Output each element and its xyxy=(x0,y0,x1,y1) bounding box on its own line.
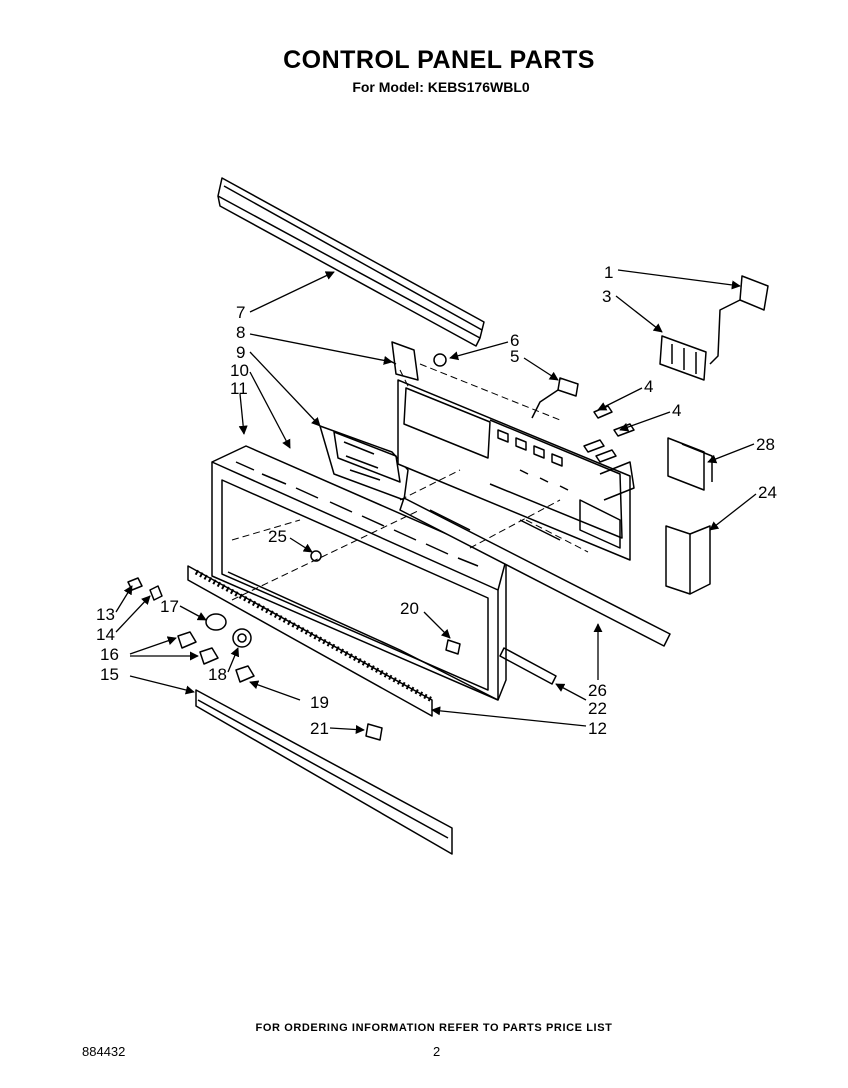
ordering-note: FOR ORDERING INFORMATION REFER TO PARTS … xyxy=(255,1022,613,1034)
display-bracket xyxy=(387,341,419,381)
callout-3: 3 xyxy=(602,287,611,306)
callout-20: 20 xyxy=(400,599,419,618)
callout-25: 25 xyxy=(268,527,287,546)
callout-8: 8 xyxy=(236,323,245,342)
callout-18: 18 xyxy=(208,665,227,684)
spacer-4 xyxy=(583,405,635,463)
callout-12: 12 xyxy=(588,719,607,738)
callout-1: 1 xyxy=(604,263,613,282)
callout-5: 5 xyxy=(510,347,519,366)
lower-slotted-strip xyxy=(187,565,557,717)
model-subtitle: For Model: KEBS176WBL0 xyxy=(352,79,530,95)
assembly-lines xyxy=(231,363,589,601)
relay-board xyxy=(659,335,707,381)
callout-24: 24 xyxy=(758,483,777,502)
callout-26: 26 xyxy=(588,681,607,700)
nut-6 xyxy=(433,353,447,367)
callout-7: 7 xyxy=(236,303,245,322)
page-title: CONTROL PANEL PARTS xyxy=(283,46,595,74)
document-number: 884432 xyxy=(82,1044,126,1059)
callout-16: 16 xyxy=(100,645,119,664)
callout-28: 28 xyxy=(756,435,775,454)
page-number: 2 xyxy=(433,1044,441,1059)
callout-10: 10 xyxy=(230,361,249,380)
callout-6: 6 xyxy=(510,331,519,350)
bottom-rail xyxy=(399,497,671,647)
transformer-28 xyxy=(667,437,713,491)
connector-5 xyxy=(531,377,579,419)
callout-14: 14 xyxy=(96,625,115,644)
callout-19: 19 xyxy=(310,693,329,712)
bracket-24 xyxy=(665,525,711,595)
callout-21: 21 xyxy=(310,719,329,738)
callout-13: 13 xyxy=(96,605,115,624)
control-housing xyxy=(211,445,507,701)
callout-9: 9 xyxy=(236,343,245,362)
callout-4a: 4 xyxy=(644,377,653,396)
selector-switch xyxy=(709,275,769,365)
callout-4b: 4 xyxy=(672,401,681,420)
lower-trim-strip xyxy=(195,689,453,855)
top-trim-strip xyxy=(217,177,485,347)
callout-15: 15 xyxy=(100,665,119,684)
callout-17: 17 xyxy=(160,597,179,616)
callout-11: 11 xyxy=(230,379,248,398)
callout-22: 22 xyxy=(588,699,607,718)
rear-control-frame xyxy=(397,379,635,561)
callout-labels: 1 3 6 5 4 4 28 24 7 8 9 10 11 25 13 14 1… xyxy=(96,263,777,738)
leader-lines xyxy=(115,269,757,735)
display-board xyxy=(319,425,409,501)
